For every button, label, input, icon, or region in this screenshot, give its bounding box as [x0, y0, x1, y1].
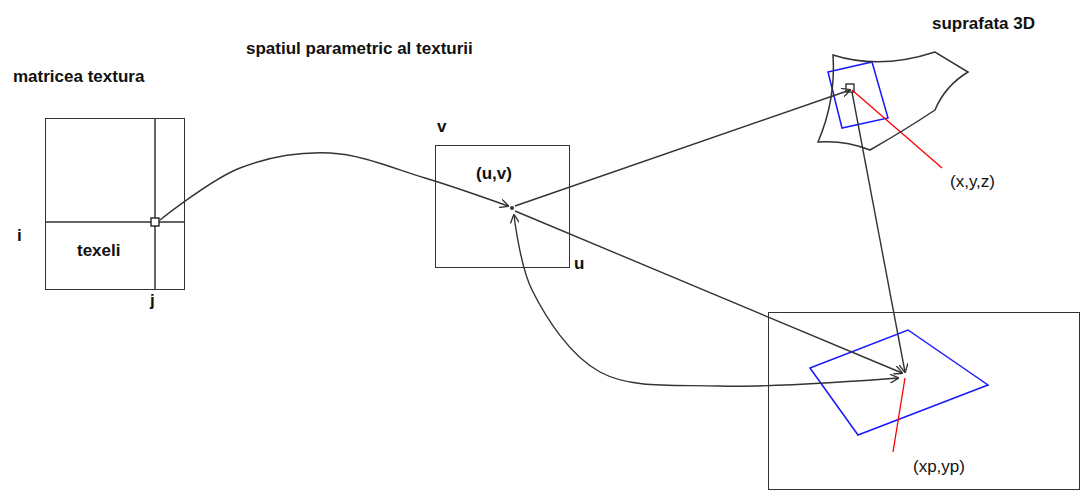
leader-line [852, 90, 942, 168]
surface-3d: suprafata 3D(x,y,z) [815, 45, 975, 153]
heading: matricea textura [13, 67, 144, 87]
coordinate-label: (u,v) [476, 164, 512, 184]
grid-line [45, 221, 185, 223]
axis-label: j [150, 291, 155, 311]
coordinate-label: (xp,yp) [913, 457, 965, 477]
screen-space: (xp,yp) [768, 312, 1080, 490]
axis-label: i [17, 226, 22, 246]
axis-label: v [437, 117, 446, 137]
surface-outline [815, 45, 975, 153]
heading: spatiul parametric al texturii [246, 39, 473, 59]
grid-line [154, 118, 156, 290]
mapping-arrow [515, 211, 902, 373]
surface-shape [818, 52, 968, 150]
heading: suprafata 3D [932, 14, 1035, 34]
parameter-space: spatiul parametric al texturii(u,v) [435, 145, 570, 268]
leader-line [893, 378, 905, 452]
coordinate-label: (x,y,z) [950, 172, 995, 192]
mapping-arrow [160, 153, 508, 220]
texel-label: texeli [77, 241, 120, 261]
axis-label: u [574, 254, 584, 274]
mapping-arrow [514, 215, 898, 386]
uv-point [510, 206, 514, 210]
mapping-arrow [515, 90, 850, 206]
texel-marker [151, 218, 159, 226]
texture-matrix: matricea texturatexeli [45, 118, 185, 290]
